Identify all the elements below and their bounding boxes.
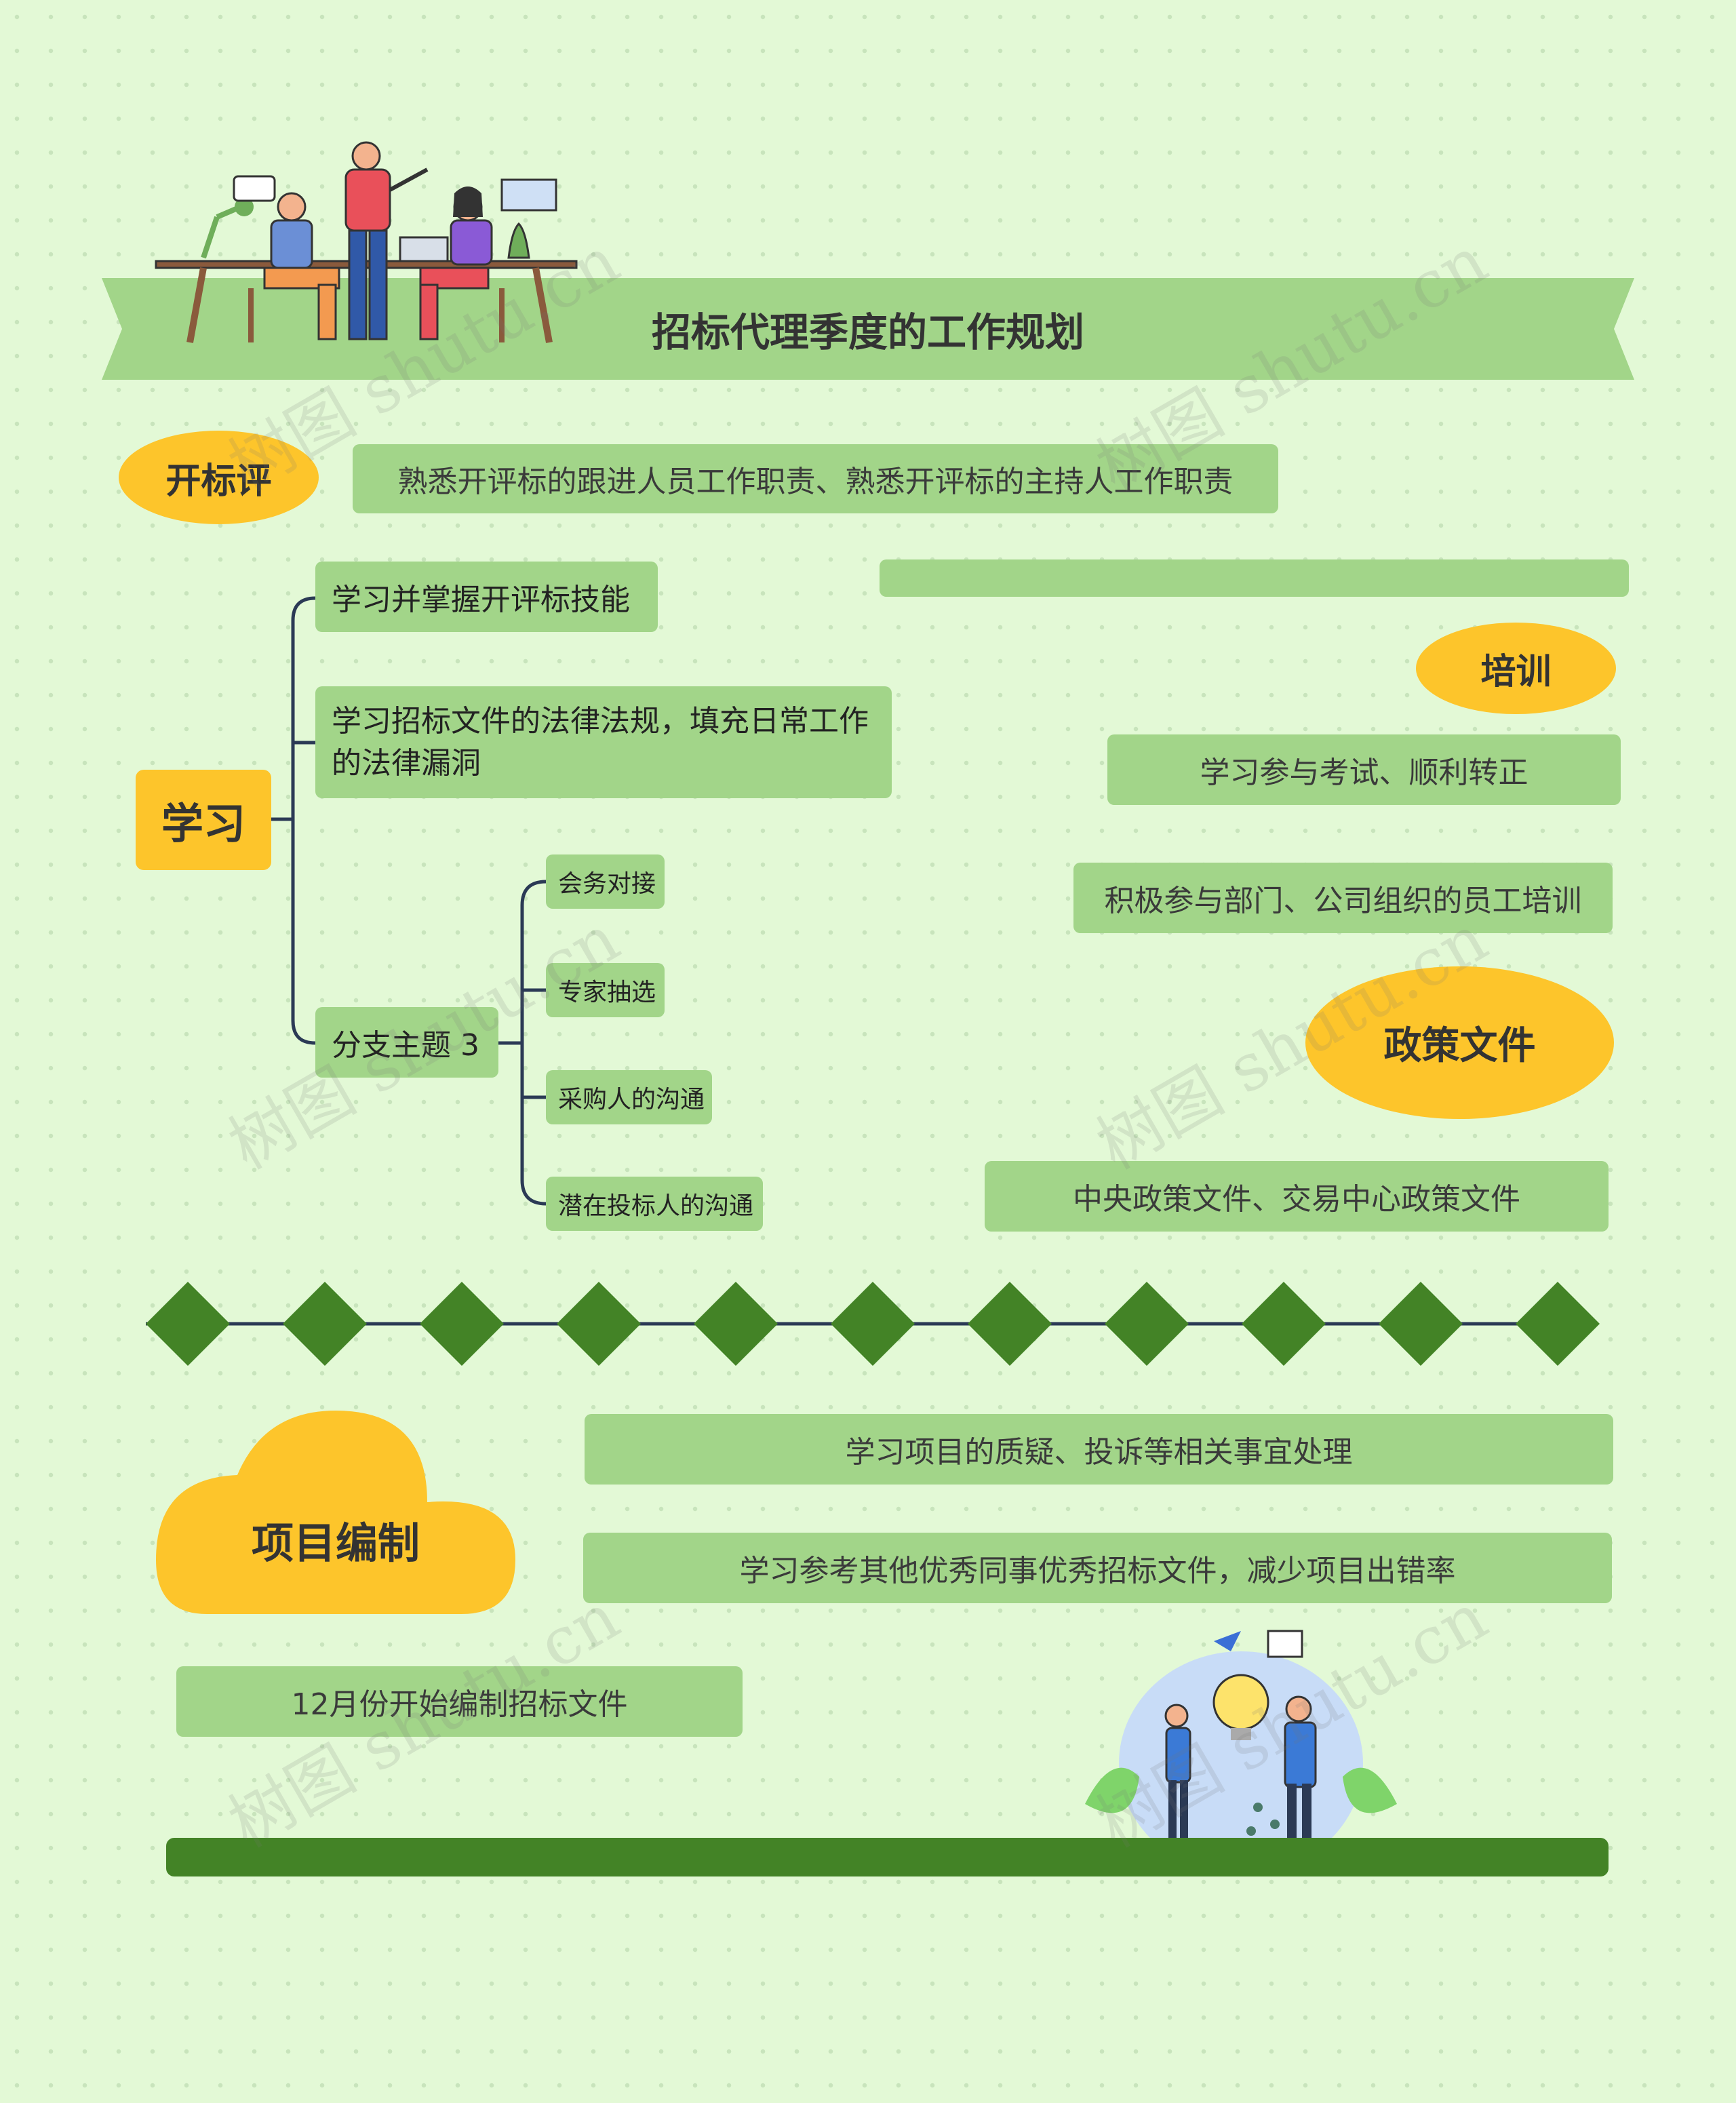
xiangmu-item[interactable]: 学习参考其他优秀同事优秀招标文件，减少项目出错率 [583,1533,1612,1603]
idea-collaboration-illustration [1071,1614,1410,1872]
divider-diamond [146,1282,230,1366]
divider-diamond [968,1282,1052,1366]
divider-diamond [694,1282,778,1366]
divider-diamond [557,1282,641,1366]
xuexi-branch-label[interactable]: 分支主题 3 [315,1007,498,1078]
xuexi-item[interactable]: 学习招标文件的法律法规，填充日常工作的法律漏洞 [315,686,892,798]
xuexi-branch-child[interactable]: 潜在投标人的沟通 [546,1177,763,1231]
divider-diamond [1242,1282,1326,1366]
peixun-top-bar [880,559,1629,597]
xuexi-item[interactable]: 学习并掌握开评标技能 [315,562,658,632]
xuexi-branch-child[interactable]: 会务对接 [546,854,665,909]
peixun-item[interactable]: 学习参与考试、顺利转正 [1107,734,1621,805]
zhengce-item[interactable]: 中央政策文件、交易中心政策文件 [985,1161,1609,1232]
divider-diamond [1516,1282,1600,1366]
peixun-item[interactable]: 积极参与部门、公司组织的员工培训 [1073,863,1613,933]
xuexi-branch-child[interactable]: 采购人的沟通 [546,1070,712,1124]
xiangmu-item[interactable]: 12月份开始编制招标文件 [176,1666,743,1737]
diamond-divider [0,1282,1736,1370]
xiangmu-item[interactable]: 学习项目的质疑、投诉等相关事宜处理 [585,1414,1613,1485]
section-xuexi-label[interactable]: 学习 [136,770,271,870]
bottom-bar [166,1838,1609,1876]
section-xiangmu-label[interactable]: 项目编制 [156,1485,515,1594]
section-zhengce-label[interactable]: 政策文件 [1305,966,1614,1119]
section-peixun-label[interactable]: 培训 [1416,623,1616,714]
divider-diamond [283,1282,367,1366]
xuexi-branch-child[interactable]: 专家抽选 [546,963,665,1017]
divider-diamond [1379,1282,1463,1366]
divider-diamond [831,1282,915,1366]
divider-diamond [1105,1282,1189,1366]
divider-diamond [420,1282,504,1366]
